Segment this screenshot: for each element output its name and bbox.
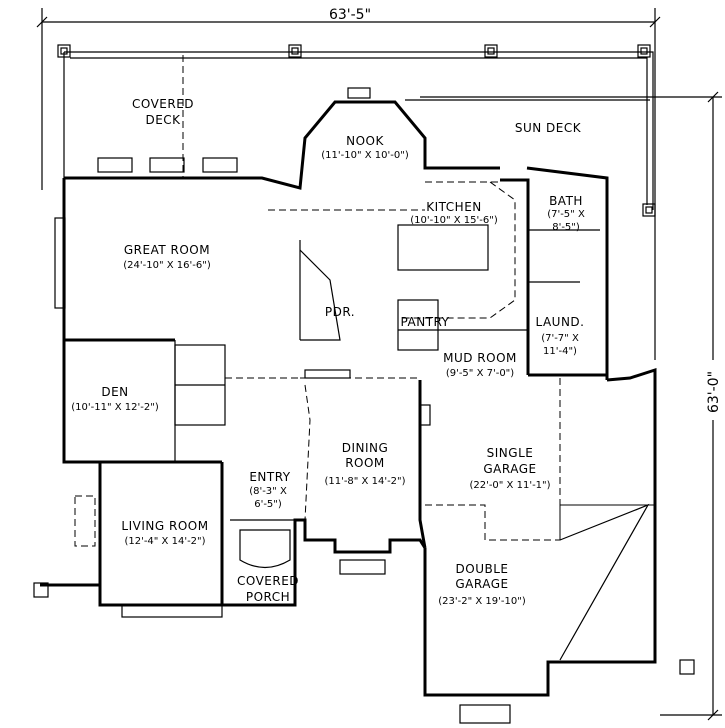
room-label-kitchen: KITCHEN (10'-10" X 15'-6") bbox=[410, 200, 498, 226]
room-label-nook: NOOK (11'-10" X 10'-0") bbox=[321, 134, 409, 161]
svg-text:ROOM: ROOM bbox=[345, 456, 385, 470]
room-label-pantry: PANTRY bbox=[401, 315, 450, 329]
svg-text:(7'-5" X: (7'-5" X bbox=[547, 209, 585, 220]
overall-depth-label: 63'-0" bbox=[706, 371, 722, 413]
svg-text:SINGLE: SINGLE bbox=[487, 446, 534, 460]
svg-text:KITCHEN: KITCHEN bbox=[426, 200, 482, 214]
svg-text:6'-5"): 6'-5") bbox=[254, 499, 282, 510]
room-label-dining-room: DINING ROOM (11'-8" X 14'-2") bbox=[324, 441, 405, 487]
width-dimension: 63'-5" bbox=[36, 5, 661, 360]
room-label-den: DEN (10'-11" X 12'-2") bbox=[71, 385, 159, 413]
room-label-entry: ENTRY (8'-3" X 6'-5") bbox=[249, 470, 290, 510]
svg-text:(23'-2" X 19'-10"): (23'-2" X 19'-10") bbox=[438, 596, 526, 607]
svg-text:(24'-10" X 16'-6"): (24'-10" X 16'-6") bbox=[123, 260, 211, 271]
deck-outline bbox=[57, 44, 656, 217]
room-label-bath: BATH (7'-5" X 8'-5") bbox=[547, 194, 585, 233]
svg-text:(11'-10" X 10'-0"): (11'-10" X 10'-0") bbox=[321, 150, 409, 161]
svg-text:COVERED: COVERED bbox=[237, 574, 299, 588]
room-label-double-garage: DOUBLE GARAGE (23'-2" X 19'-10") bbox=[438, 562, 526, 607]
svg-text:DINING: DINING bbox=[342, 441, 389, 455]
svg-text:(9'-5" X 7'-0"): (9'-5" X 7'-0") bbox=[446, 368, 514, 379]
svg-text:MUD ROOM: MUD ROOM bbox=[443, 351, 517, 365]
svg-text:(7'-7" X: (7'-7" X bbox=[541, 333, 579, 344]
svg-text:11'-4"): 11'-4") bbox=[543, 346, 577, 357]
room-label-mud-room: MUD ROOM (9'-5" X 7'-0") bbox=[443, 351, 517, 379]
room-label-pdr: PDR. bbox=[325, 305, 355, 319]
svg-text:(12'-4" X 14'-2"): (12'-4" X 14'-2") bbox=[124, 536, 205, 547]
svg-text:NOOK: NOOK bbox=[346, 134, 384, 148]
svg-text:BATH: BATH bbox=[549, 194, 583, 208]
svg-text:DOUBLE: DOUBLE bbox=[456, 562, 509, 576]
svg-text:GARAGE: GARAGE bbox=[455, 577, 508, 591]
svg-text:(22'-0" X 11'-1"): (22'-0" X 11'-1") bbox=[469, 480, 550, 491]
room-label-laundry: LAUND. (7'-7" X 11'-4") bbox=[536, 315, 585, 357]
svg-text:DEN: DEN bbox=[101, 385, 128, 399]
svg-text:(10'-11" X 12'-2"): (10'-11" X 12'-2") bbox=[71, 402, 159, 413]
svg-text:GARAGE: GARAGE bbox=[483, 462, 536, 476]
svg-text:(11'-8" X 14'-2"): (11'-8" X 14'-2") bbox=[324, 476, 405, 487]
svg-text:PORCH: PORCH bbox=[246, 590, 290, 604]
room-label-single-garage: SINGLE GARAGE (22'-0" X 11'-1") bbox=[469, 446, 550, 491]
interior-walls bbox=[64, 178, 655, 661]
svg-text:DECK: DECK bbox=[145, 113, 181, 127]
room-label-covered-deck: COVERED DECK bbox=[132, 97, 194, 127]
svg-text:8'-5"): 8'-5") bbox=[552, 222, 580, 233]
room-label-sun-deck: SUN DECK bbox=[515, 121, 582, 135]
svg-text:COVERED: COVERED bbox=[132, 97, 194, 111]
svg-text:(10'-10" X 15'-6"): (10'-10" X 15'-6") bbox=[410, 215, 498, 226]
room-label-covered-porch: COVERED PORCH bbox=[237, 574, 299, 604]
depth-dimension: 63'-0" bbox=[420, 91, 722, 721]
room-label-living-room: LIVING ROOM (12'-4" X 14'-2") bbox=[121, 519, 208, 547]
svg-text:LIVING ROOM: LIVING ROOM bbox=[121, 519, 208, 533]
svg-text:ENTRY: ENTRY bbox=[249, 470, 290, 484]
room-label-great-room: GREAT ROOM (24'-10" X 16'-6") bbox=[123, 243, 211, 271]
svg-text:(8'-3" X: (8'-3" X bbox=[249, 486, 287, 497]
svg-text:GREAT ROOM: GREAT ROOM bbox=[124, 243, 210, 257]
overall-width-label: 63'-5" bbox=[329, 7, 371, 23]
svg-text:LAUND.: LAUND. bbox=[536, 315, 585, 329]
